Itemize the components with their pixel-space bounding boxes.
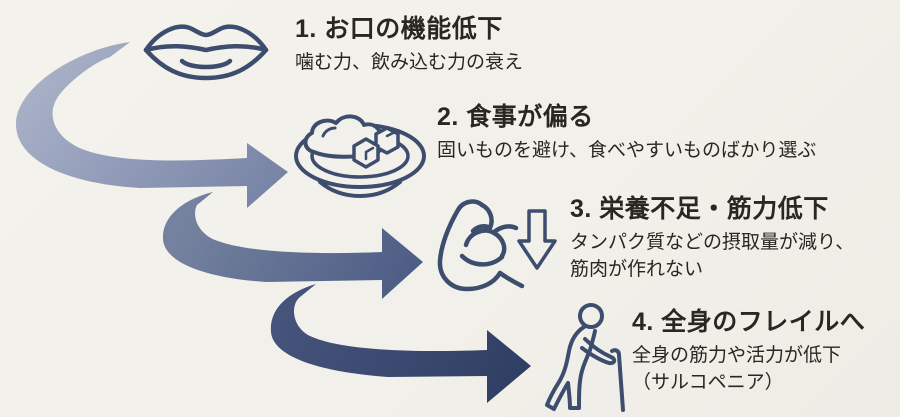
elderly-person-cane-icon xyxy=(545,303,625,412)
step-4-title: 4. 全身のフレイルへ xyxy=(632,308,866,336)
step-3-title: 3. 栄養不足・筋力低下 xyxy=(570,195,829,223)
step-4-desc-line-1: 全身の筋力や活力が低下 xyxy=(632,344,842,366)
step-1: 1. お口の機能低下 噛む力、飲み込む力の衰え xyxy=(295,15,523,77)
step-3: 3. 栄養不足・筋力低下 タンパク質などの摂取量が減り、 筋肉が作れない xyxy=(570,195,854,284)
meal-plate-icon xyxy=(294,114,426,198)
step-2: 2. 食事が偏る 固いものを避け、食べやすいものばかり選ぶ xyxy=(437,103,816,165)
lips-icon xyxy=(143,24,269,81)
step-4: 4. 全身のフレイルへ 全身の筋力や活力が低下 （サルコペニア） xyxy=(632,308,865,397)
flow-arrow-1 xyxy=(16,42,288,208)
step-3-desc-line-2: 筋肉が作れない xyxy=(570,258,704,280)
step-3-desc-line-1: タンパク質などの摂取量が減り、 xyxy=(570,231,855,253)
step-1-title: 1. お口の機能低下 xyxy=(295,15,503,43)
step-2-title: 2. 食事が偏る xyxy=(437,103,594,131)
step-1-desc-line-1: 噛む力、飲み込む力の衰え xyxy=(295,51,524,73)
flow-arrow-2 xyxy=(162,192,423,299)
flow-arrow-3 xyxy=(270,284,531,403)
decline-down-arrow-icon xyxy=(517,209,557,270)
step-2-desc-line-1: 固いものを避け、食べやすいものばかり選ぶ xyxy=(437,139,817,161)
step-4-desc-line-2: （サルコペニア） xyxy=(632,371,784,393)
flexed-arm-icon xyxy=(437,199,525,292)
